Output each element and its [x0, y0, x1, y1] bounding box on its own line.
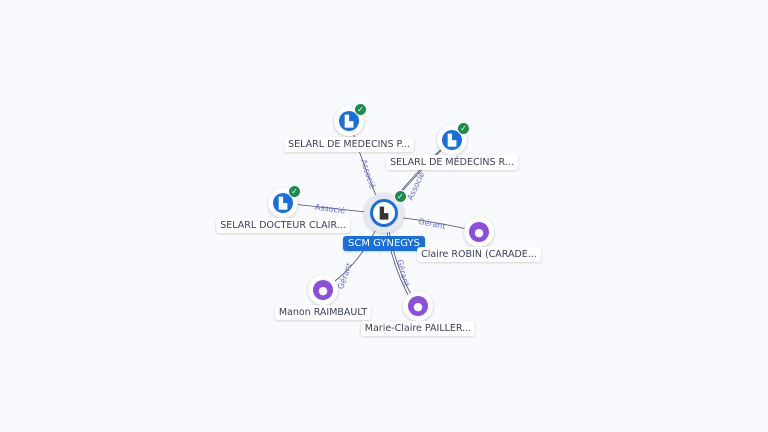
- person-icon: ●: [408, 296, 428, 316]
- edge-label: Associé: [405, 170, 427, 202]
- center-node[interactable]: ▙ ✓: [364, 190, 407, 233]
- verified-icon: ✓: [288, 185, 301, 198]
- node-label[interactable]: SELARL DE MEDECINS P...: [284, 137, 414, 152]
- center-label[interactable]: SCM GYNEGYS: [342, 236, 426, 251]
- edge-label: Gérant: [418, 216, 447, 232]
- building-icon: ▙: [273, 193, 293, 213]
- verified-icon: ✓: [354, 103, 367, 116]
- building-icon: ▙: [370, 199, 398, 227]
- node-selarl-docteur[interactable]: ▙✓: [268, 185, 301, 218]
- node-marie-claire[interactable]: ●: [403, 291, 433, 321]
- edge-label: Associé: [314, 201, 345, 215]
- node-label[interactable]: SELARL DE MÉDECINS R...: [386, 155, 518, 170]
- node-selarl-p[interactable]: ▙✓: [334, 103, 367, 136]
- node-label[interactable]: Claire ROBIN (CARADE...: [417, 247, 541, 262]
- edge-label: Associé: [359, 158, 378, 190]
- edge-label: Gérant: [395, 258, 412, 287]
- node-manon[interactable]: ●: [308, 275, 338, 305]
- building-icon: ▙: [442, 130, 462, 150]
- node-label[interactable]: Manon RAIMBAULT: [274, 305, 372, 320]
- edge-label: Gérant: [335, 261, 354, 290]
- node-label[interactable]: SELARL DOCTEUR CLAIR...: [216, 218, 350, 233]
- node-claire-robin[interactable]: ●: [464, 217, 494, 247]
- node-label[interactable]: Marie-Claire PAILLER...: [360, 321, 476, 336]
- person-icon: ●: [313, 280, 333, 300]
- node-selarl-r[interactable]: ▙✓: [437, 122, 470, 155]
- building-icon: ▙: [339, 111, 359, 131]
- person-icon: ●: [469, 222, 489, 242]
- verified-icon: ✓: [457, 122, 470, 135]
- verified-icon: ✓: [394, 190, 407, 203]
